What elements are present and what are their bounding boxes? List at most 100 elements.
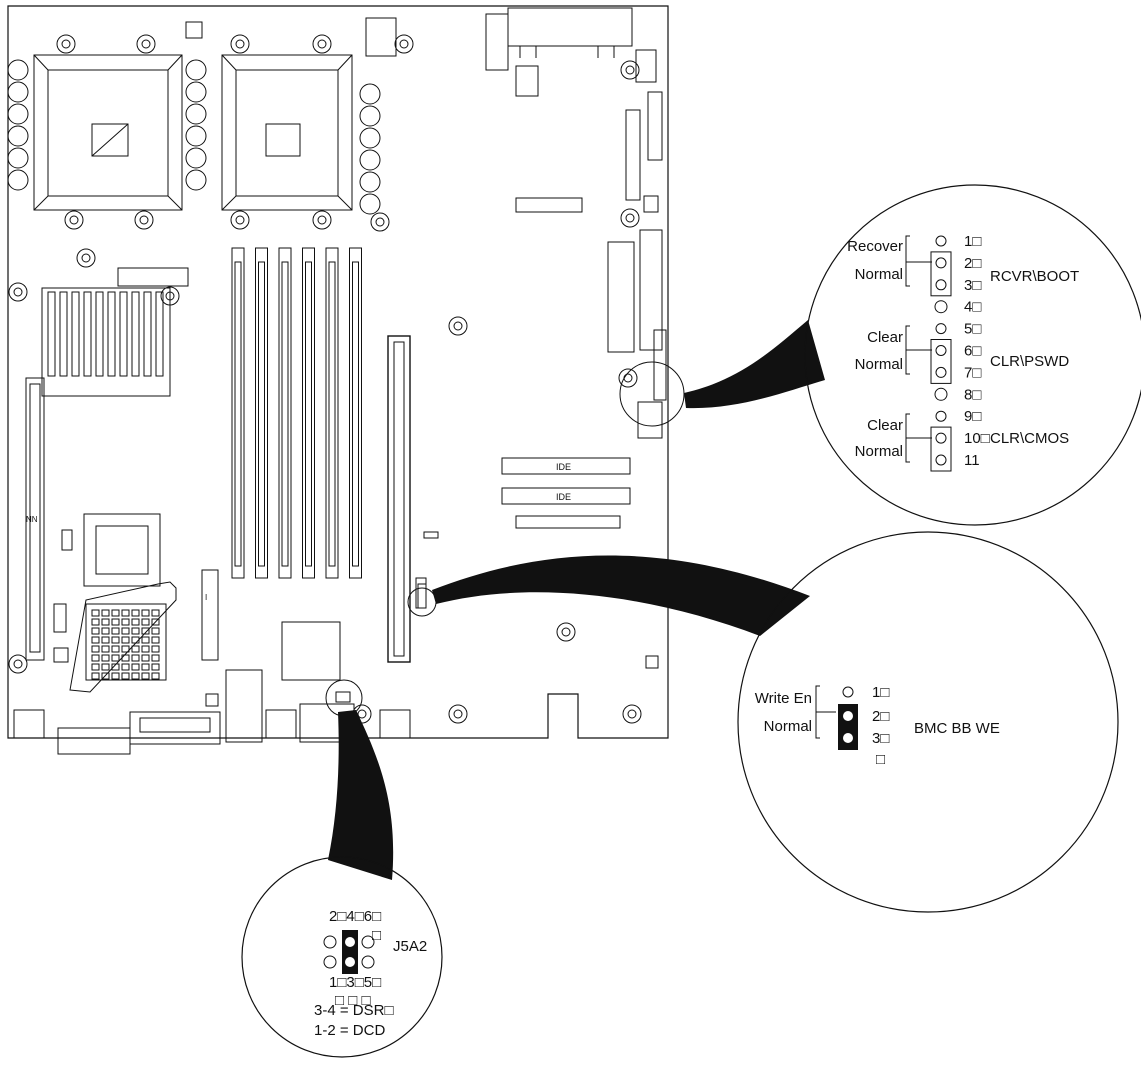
heatsink-fin <box>121 627 130 635</box>
heatsink-fin <box>119 291 128 377</box>
jumper-pin-number: 5□ <box>964 321 981 338</box>
dimm-slot-inner <box>258 261 265 567</box>
jumper-pin-number: 3□ <box>964 277 981 294</box>
top-connectors <box>185 7 657 97</box>
callout-leader-j5a2 <box>325 679 394 880</box>
mounting-hole-inner <box>317 215 327 225</box>
jumper-pin-open <box>935 235 947 247</box>
heatsink-fin <box>131 636 140 644</box>
heatsink-fin <box>71 291 80 377</box>
heatsink-fin <box>91 654 100 662</box>
heatsink-fin <box>121 645 130 653</box>
jumper-pin-open <box>935 410 947 422</box>
heatsink-2 <box>69 581 177 693</box>
jumper-pin-number: 11 <box>964 452 980 469</box>
mounting-hole-inner <box>69 215 79 225</box>
heatsink-fin <box>121 672 130 680</box>
capacitor-array <box>7 59 381 215</box>
mounting-hole <box>56 34 76 54</box>
heatsink-fin <box>151 663 160 671</box>
system-board: NN IDE IDE I <box>7 5 669 755</box>
pci-slot-left: NN <box>25 377 45 661</box>
mounting-hole <box>136 34 156 54</box>
jumper-pin-open <box>935 323 947 335</box>
heatsink-fin <box>155 291 164 377</box>
jumper-callout-bmc: 1□ 2□ 3□ □ Write En Normal BMC BB WE <box>737 531 1119 913</box>
heatsink-fin <box>141 654 150 662</box>
recover-label: Recover <box>847 238 903 255</box>
mounting-hole-inner <box>625 213 635 223</box>
normal-label-1: Normal <box>855 266 903 283</box>
pci-riser-slot <box>387 335 427 663</box>
mounting-hole <box>230 34 250 54</box>
heatsink-fin <box>111 636 120 644</box>
heatsink-fin <box>101 627 110 635</box>
jumper-cap <box>930 426 952 472</box>
jumper-cap <box>930 339 952 384</box>
jumper-pin-number: 9□ <box>964 408 981 425</box>
write-en-label: Write En <box>755 690 812 707</box>
heatsink-fin <box>131 609 140 617</box>
jumper-pin-number: 10□ <box>964 430 990 447</box>
j5a2-bottom-pins: 1□3□5□ <box>329 974 381 991</box>
slot-mark: NN <box>26 515 38 524</box>
dsr-setting: 3-4 = DSR□ <box>314 1002 394 1019</box>
mounting-holes <box>8 34 642 724</box>
mounting-hole <box>134 210 154 230</box>
mounting-hole <box>312 210 332 230</box>
heatsink-fin <box>151 645 160 653</box>
mounting-hole <box>76 248 96 268</box>
mounting-hole <box>618 368 638 388</box>
clr-cmos-label: CLR\CMOS <box>990 430 1069 447</box>
heatsink-fin <box>151 636 160 644</box>
capacitor <box>7 103 29 125</box>
heatsink-fin <box>131 663 140 671</box>
heatsink-fin <box>121 654 130 662</box>
capacitor <box>359 171 381 193</box>
bmc-pin-2: 2□ <box>872 708 889 725</box>
heatsink-fin <box>111 627 120 635</box>
heatsink-fin <box>141 663 150 671</box>
chipset: I <box>53 513 219 661</box>
capacitor <box>7 59 29 81</box>
mounting-hole-inner <box>61 39 71 49</box>
mounting-hole-inner <box>375 217 385 227</box>
heatsink-fin <box>111 654 120 662</box>
mounting-hole-inner <box>141 39 151 49</box>
jumper-cap <box>930 251 952 297</box>
normal-label-3: Normal <box>855 443 903 460</box>
clear-label-1: Clear <box>867 329 903 346</box>
mounting-hole <box>64 210 84 230</box>
jumper-cap-pin <box>935 345 947 356</box>
mounting-hole <box>622 704 642 724</box>
mounting-hole <box>230 210 250 230</box>
heatsink-fin <box>121 609 130 617</box>
heatsink-fin <box>101 663 110 671</box>
jumper-pin-number: 7□ <box>964 364 981 381</box>
mounting-hole <box>8 282 28 302</box>
mounting-hole-inner <box>561 627 571 637</box>
heatsink-fin <box>141 645 150 653</box>
heatsink-fin <box>107 291 116 377</box>
normal-label-2: Normal <box>855 356 903 373</box>
dcd-setting: 1-2 = DCD <box>314 1022 385 1039</box>
capacitor <box>359 105 381 127</box>
heatsink-fin <box>91 645 100 653</box>
jumper-pin-number: 8□ <box>964 386 981 403</box>
mounting-hole-inner <box>13 287 23 297</box>
heatsink-fin <box>151 672 160 680</box>
jumper-callout-j5a2: 2□4□6□ □ J5A2 1□3□5□ □ □ □ 3-4 = DSR□ 1-… <box>241 856 443 1058</box>
dimm-slot-inner <box>281 261 289 567</box>
heatsink-fin <box>111 618 120 626</box>
mounting-hole-inner <box>81 253 91 263</box>
heatsink-fin <box>151 627 160 635</box>
mounting-hole-inner <box>139 215 149 225</box>
callout-leader-top <box>619 320 825 427</box>
mounting-hole <box>370 212 390 232</box>
heatsink-fin <box>151 654 160 662</box>
heatsink-fin <box>111 663 120 671</box>
capacitor <box>359 83 381 105</box>
slot-mark-2: I <box>205 593 207 602</box>
heatsink-fin <box>91 609 100 617</box>
